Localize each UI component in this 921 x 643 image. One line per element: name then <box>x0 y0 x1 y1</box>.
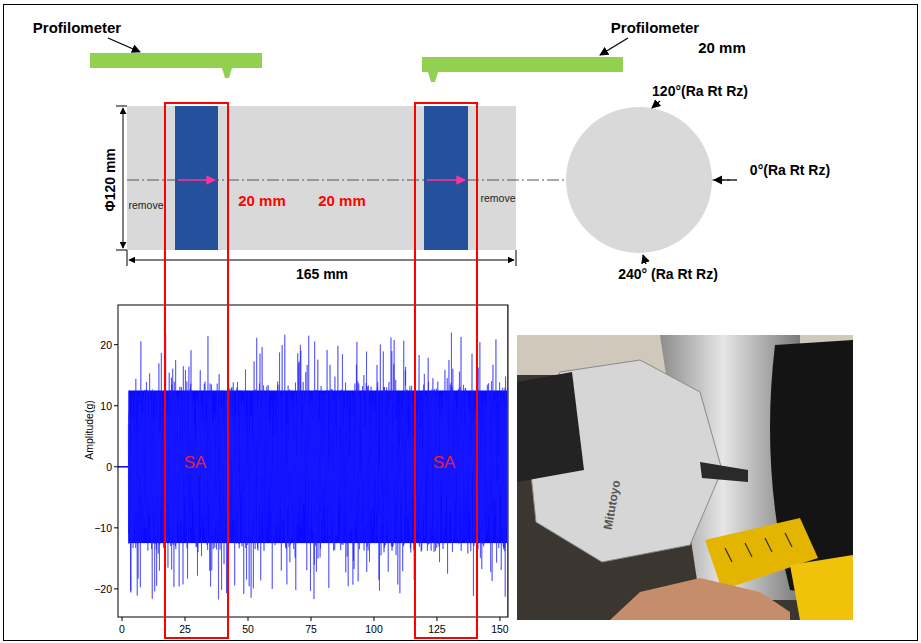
dimension-line <box>129 260 514 261</box>
axis-tick-label: 25 <box>179 624 191 635</box>
axis-tick-label: 0 <box>106 462 112 473</box>
tick-mark <box>373 617 374 621</box>
photo-background <box>517 335 853 620</box>
plot-frame <box>118 305 508 617</box>
device-screen <box>517 372 584 482</box>
dimension-label: 20 mm <box>238 193 286 208</box>
axis-tick-label: 125 <box>428 624 446 635</box>
device-probe <box>700 462 748 482</box>
tick-mark <box>114 588 118 589</box>
instrument-label: Profilometer <box>33 20 121 35</box>
axis-tick-label: −10 <box>94 523 112 534</box>
band-arrow <box>178 179 215 181</box>
profilometer-probe <box>428 72 438 82</box>
extension-line <box>516 250 517 266</box>
dimension-label: Φ120 mm <box>103 148 117 212</box>
tick-mark <box>185 617 186 621</box>
tick-mark <box>114 466 118 467</box>
section-box <box>165 103 228 638</box>
tick-mark <box>114 405 118 406</box>
tick-mark <box>122 617 123 621</box>
measurement-band <box>424 106 468 250</box>
extension-line <box>127 250 128 266</box>
tick-mark <box>114 344 118 345</box>
section-box <box>415 103 477 638</box>
axis-tick-label: 50 <box>242 624 254 635</box>
section-label: SA <box>433 454 456 471</box>
cross-section-circle <box>566 107 712 253</box>
cylinder-body <box>127 106 516 250</box>
section-label: SA <box>184 454 207 471</box>
axis-tick-label: −20 <box>94 584 112 595</box>
profilometer-symbol <box>90 53 262 78</box>
axis-tick-label: 100 <box>365 624 383 635</box>
axis-tick-label: 0 <box>119 624 125 635</box>
axis-tick-label: 150 <box>491 624 509 635</box>
photo <box>517 335 853 620</box>
angle-label: 240° (Ra Rt Rz) <box>618 267 718 281</box>
signal-baseline <box>118 466 128 468</box>
instrument-label: Profilometer <box>611 20 699 35</box>
axis-tick-label: 20 <box>100 339 112 350</box>
extension-line <box>116 250 127 251</box>
tape-case <box>790 555 853 620</box>
dimension-line <box>123 108 124 248</box>
dimension-label: 20 mm <box>698 40 746 55</box>
vibration-signal <box>118 305 508 617</box>
tick-mark <box>114 527 118 528</box>
tick-mark <box>248 617 249 621</box>
axis-tick-label: 75 <box>305 624 317 635</box>
profilometer-bar <box>90 53 262 68</box>
angle-label: 0°(Ra Rt Rz) <box>750 163 830 177</box>
axis-title: Amplitude(g) <box>84 400 95 460</box>
axis-tick-label: 10 <box>100 400 112 411</box>
extension-line <box>116 106 127 107</box>
tick-mark <box>436 617 437 621</box>
profilometer-probe <box>222 68 232 78</box>
dimension-label: 20 mm <box>318 193 366 208</box>
band-arrow <box>427 179 465 181</box>
leader-arrow <box>714 179 737 180</box>
leader-arrow <box>652 101 660 108</box>
profilometer-bar <box>422 57 623 72</box>
tick-mark <box>310 617 311 621</box>
axis-ticks <box>114 345 500 621</box>
leader-arrow <box>600 38 628 55</box>
measurement-band <box>175 106 218 250</box>
leader-arrow <box>108 38 140 52</box>
signal-trace <box>128 333 508 600</box>
angle-label: 120°(Ra Rt Rz) <box>652 84 748 98</box>
dimension-label: 165 mm <box>296 267 348 281</box>
figure-frame <box>4 5 918 641</box>
tape-ticks <box>725 533 792 562</box>
brand-text: Mitutoyo <box>602 479 623 530</box>
profilometer-symbol <box>422 57 623 82</box>
leader-arrow <box>643 255 646 264</box>
tick-mark <box>499 617 500 621</box>
hand <box>610 578 790 620</box>
region-label: remove <box>480 193 515 204</box>
region-label: remove <box>128 200 163 211</box>
